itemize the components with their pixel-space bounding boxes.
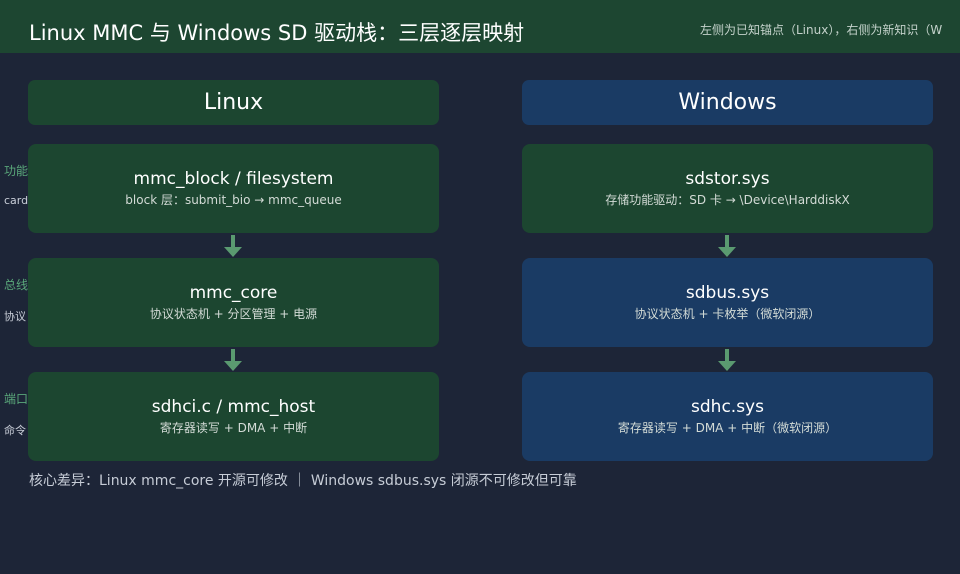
linux-layer-function: mmc_block / filesystem block 层：submit_bi… <box>28 144 439 233</box>
windows-column-label: Windows <box>678 90 777 115</box>
windows-layer-bus-subtitle: 协议状态机 + 卡枚举（微软闭源） <box>634 307 821 321</box>
row-note-port: 命令 <box>4 424 26 437</box>
row-note-bus: 协议 <box>4 310 26 323</box>
windows-layer-port-subtitle: 寄存器读写 + DMA + 中断（微软闭源） <box>617 421 838 435</box>
windows-layer-function: sdstor.sys 存储功能驱动：SD 卡 → \Device\Harddis… <box>522 144 933 233</box>
page-title: Linux MMC 与 Windows SD 驱动栈：三层逐层映射 <box>29 21 525 45</box>
linux-layer-port-title: sdhci.c / mmc_host <box>151 397 316 417</box>
windows-arrow-2 <box>718 349 736 371</box>
linux-arrow-2 <box>224 349 242 371</box>
linux-column-label: Linux <box>203 90 264 115</box>
row-label-bus: 总线 <box>4 278 29 292</box>
footer-note: 核心差异：Linux mmc_core 开源可修改 ｜ Windows sdbu… <box>29 473 577 489</box>
row-note-function: card <box>4 194 29 207</box>
windows-layer-bus: sdbus.sys 协议状态机 + 卡枚举（微软闭源） <box>522 258 933 347</box>
title-bar: Linux MMC 与 Windows SD 驱动栈：三层逐层映射 左侧为已知锚… <box>0 0 960 53</box>
page-subtitle: 左侧为已知锚点（Linux），右侧为新知识（W <box>700 23 943 37</box>
windows-layer-port: sdhc.sys 寄存器读写 + DMA + 中断（微软闭源） <box>522 372 933 461</box>
row-label-function: 功能 <box>4 164 29 178</box>
windows-arrow-1 <box>718 235 736 257</box>
windows-layer-function-subtitle: 存储功能驱动：SD 卡 → \Device\HarddiskX <box>605 193 850 207</box>
linux-layer-function-subtitle: block 层：submit_bio → mmc_queue <box>125 193 342 207</box>
linux-layer-port: sdhci.c / mmc_host 寄存器读写 + DMA + 中断 <box>28 372 439 461</box>
windows-column-header: Windows <box>522 80 933 125</box>
row-label-port: 端口 <box>4 392 29 406</box>
linux-arrow-1 <box>224 235 242 257</box>
windows-layer-bus-title: sdbus.sys <box>685 283 770 303</box>
linux-layer-bus-subtitle: 协议状态机 + 分区管理 + 电源 <box>149 307 318 321</box>
linux-layer-port-subtitle: 寄存器读写 + DMA + 中断 <box>159 421 308 435</box>
linux-layer-bus: mmc_core 协议状态机 + 分区管理 + 电源 <box>28 258 439 347</box>
linux-layer-function-title: mmc_block / filesystem <box>133 169 334 189</box>
linux-column-header: Linux <box>28 80 439 125</box>
windows-layer-function-title: sdstor.sys <box>685 169 770 189</box>
windows-layer-port-title: sdhc.sys <box>691 397 764 417</box>
linux-layer-bus-title: mmc_core <box>189 283 278 303</box>
